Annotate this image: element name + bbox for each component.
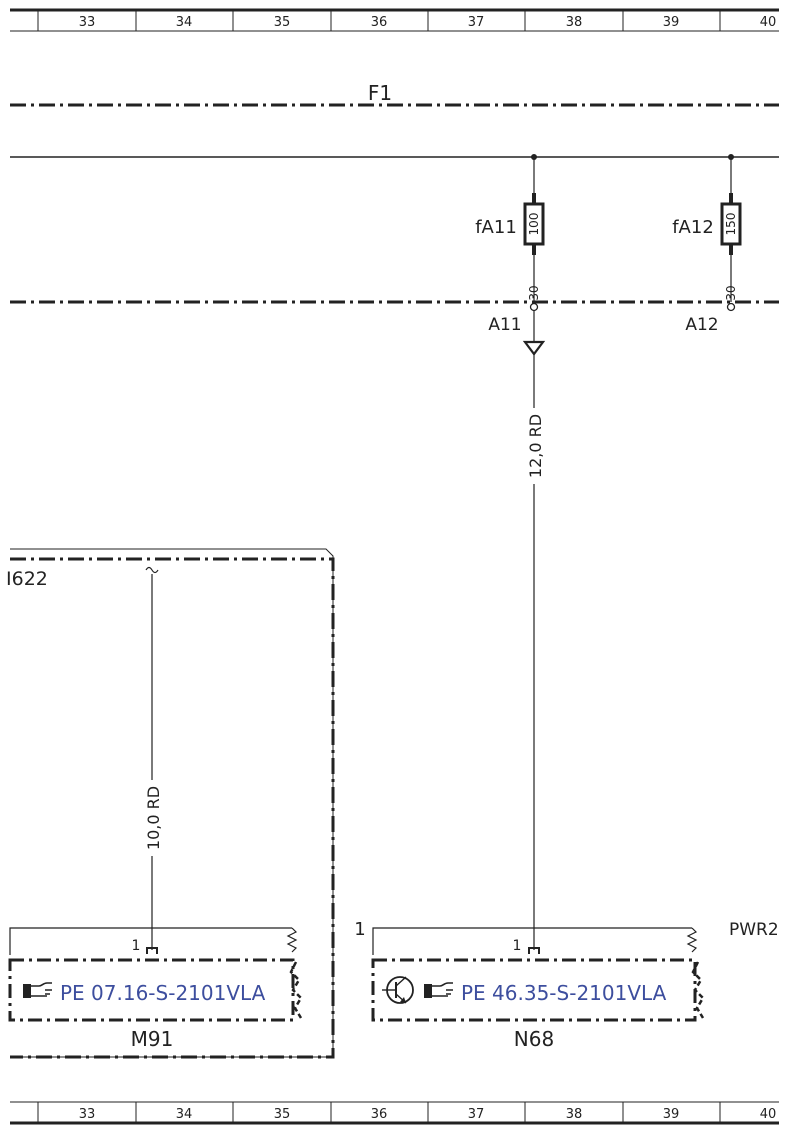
pin-socket-icon: [146, 947, 158, 954]
ruler-col-38: 38: [566, 1107, 583, 1122]
ruler-col-39: 39: [663, 15, 680, 30]
transistor-icon: [382, 976, 414, 1004]
terminal-label: A11: [488, 315, 521, 335]
connector-label: M91: [131, 1027, 174, 1051]
module-label: I622: [6, 568, 48, 590]
ruler-col-37: 37: [468, 1107, 485, 1122]
ruler-col-33: 33: [79, 1107, 96, 1122]
ruler-col-40: 40: [760, 15, 777, 30]
ruler-col-35: 35: [274, 15, 291, 30]
bottom-ruler: 33 34 35 36 37 38 39 40: [10, 1101, 779, 1125]
ruler-col-33: 33: [79, 15, 96, 30]
fuse-fa11: 100 fA11 30 A11: [475, 154, 545, 335]
pin-label: 30: [527, 285, 541, 300]
fuse-rating: 150: [724, 213, 738, 236]
connector-n68: 1 1 PE 46.35-S-2101VLA N68: [354, 919, 705, 1051]
ruler-col-34: 34: [176, 1107, 193, 1122]
pin-label: 1: [513, 938, 522, 954]
pin-label: 30: [724, 285, 738, 300]
ruler-col-40: 40: [760, 1107, 777, 1122]
ruler-col-39: 39: [663, 1107, 680, 1122]
ruler-col-38: 38: [566, 15, 583, 30]
ruler-col-37: 37: [468, 15, 485, 30]
ruler-col-36: 36: [371, 15, 388, 30]
terminal-label: A12: [685, 315, 718, 335]
pin-socket-icon: [528, 947, 540, 954]
shield-wave-icon: [145, 566, 159, 574]
fuse-label: fA11: [475, 217, 517, 238]
fuse-label: fA12: [672, 217, 714, 238]
outer-pin-label: 1: [354, 919, 365, 940]
fuse-fa12: 150 fA12 30 A12: [672, 154, 742, 335]
pointing-hand-icon: [23, 982, 52, 998]
pointing-hand-icon: [424, 982, 453, 998]
fuse-box-label: F1: [368, 81, 392, 105]
wire-a11-n68: 12,0 RD: [522, 311, 546, 950]
top-ruler: 33 34 35 36 37 38 39 40: [10, 8, 779, 32]
pin-label: 1: [132, 938, 141, 954]
ring-terminal-icon: [522, 340, 546, 356]
wire-spec: 12,0 RD: [526, 414, 545, 478]
reference-link[interactable]: PE 07.16-S-2101VLA: [60, 981, 266, 1005]
fuse-rating: 100: [527, 213, 541, 236]
wire-m91: 10,0 RD: [144, 566, 163, 950]
ruler-col-36: 36: [371, 1107, 388, 1122]
reference-link[interactable]: PE 46.35-S-2101VLA: [461, 981, 667, 1005]
ruler-col-35: 35: [274, 1107, 291, 1122]
offpage-label: PWR2: [729, 920, 779, 940]
connector-label: N68: [514, 1027, 554, 1051]
connector-m91: 1 PE 07.16-S-2101VLA M91: [8, 927, 303, 1051]
module-i622: I622: [6, 548, 335, 1059]
wire-spec: 10,0 RD: [144, 786, 163, 850]
fuse-box-f1: F1: [10, 81, 779, 304]
ruler-col-34: 34: [176, 15, 193, 30]
